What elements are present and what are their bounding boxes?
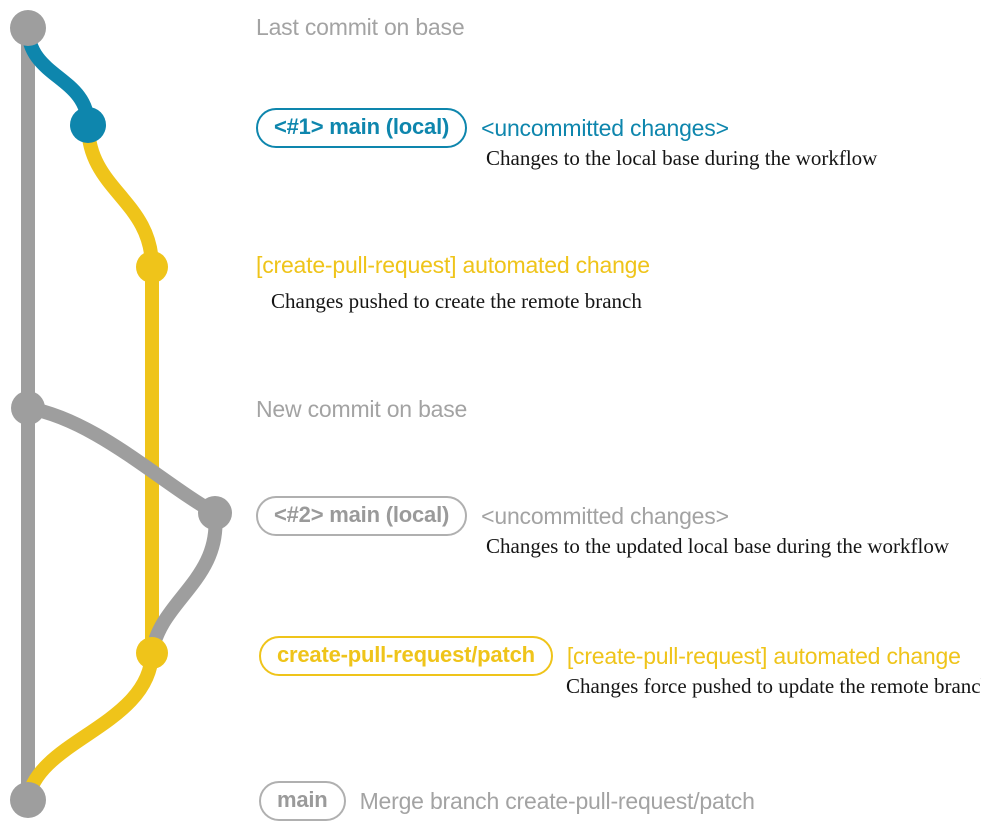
edge-local-2-to-patch-2: [145, 506, 223, 660]
commit-subject-merge: Merge branch create-pull-request/patch: [359, 787, 755, 814]
commit-description-patch-2: Changes force pushed to update the remot…: [566, 674, 981, 698]
commit-description-local-2: Changes to the updated local base during…: [486, 534, 950, 558]
branch-pill-main[interactable]: main: [259, 781, 346, 821]
branch-pill-main-local-1[interactable]: <#1> main (local): [256, 108, 468, 148]
commit-node-patch-1[interactable]: [136, 251, 168, 283]
edge-patch-2-to-merge: [21, 646, 159, 807]
commit-row-merge: main Merge branch create-pull-request/pa…: [259, 781, 755, 821]
commit-node-local-1[interactable]: [70, 107, 106, 143]
commit-node-patch-2[interactable]: [136, 637, 168, 669]
commit-row-local-2: <#2> main (local) <uncommitted changes>: [256, 496, 729, 536]
commit-row-local-1: <#1> main (local) <uncommitted changes>: [256, 108, 729, 148]
commit-subject-patch-1: [create-pull-request] automated change: [256, 252, 650, 278]
commit-description-patch-1: Changes pushed to create the remote bran…: [271, 289, 642, 313]
commit-node-base-1[interactable]: [10, 10, 46, 46]
branch-pill-create-pull-request-patch[interactable]: create-pull-request/patch: [259, 636, 553, 676]
commit-node-base-3[interactable]: [10, 782, 46, 818]
edge-base-2-to-local-2: [21, 401, 222, 520]
label-new-commit-on-base: New commit on base: [256, 396, 468, 422]
commit-node-base-2[interactable]: [11, 391, 45, 425]
commit-row-patch-2: create-pull-request/patch [create-pull-r…: [259, 636, 961, 676]
commit-subject-local-2: <uncommitted changes>: [481, 502, 729, 529]
commit-subject-patch-2: [create-pull-request] automated change: [566, 642, 961, 669]
commit-subject-local-1: <uncommitted changes>: [481, 114, 729, 141]
commit-description-local-1: Changes to the local base during the wor…: [486, 146, 878, 170]
edge-local-1-to-patch-1: [81, 118, 159, 274]
label-last-commit-on-base: Last commit on base: [256, 14, 465, 40]
commit-node-local-2[interactable]: [198, 496, 232, 530]
branch-pill-main-local-2[interactable]: <#2> main (local): [256, 496, 468, 536]
